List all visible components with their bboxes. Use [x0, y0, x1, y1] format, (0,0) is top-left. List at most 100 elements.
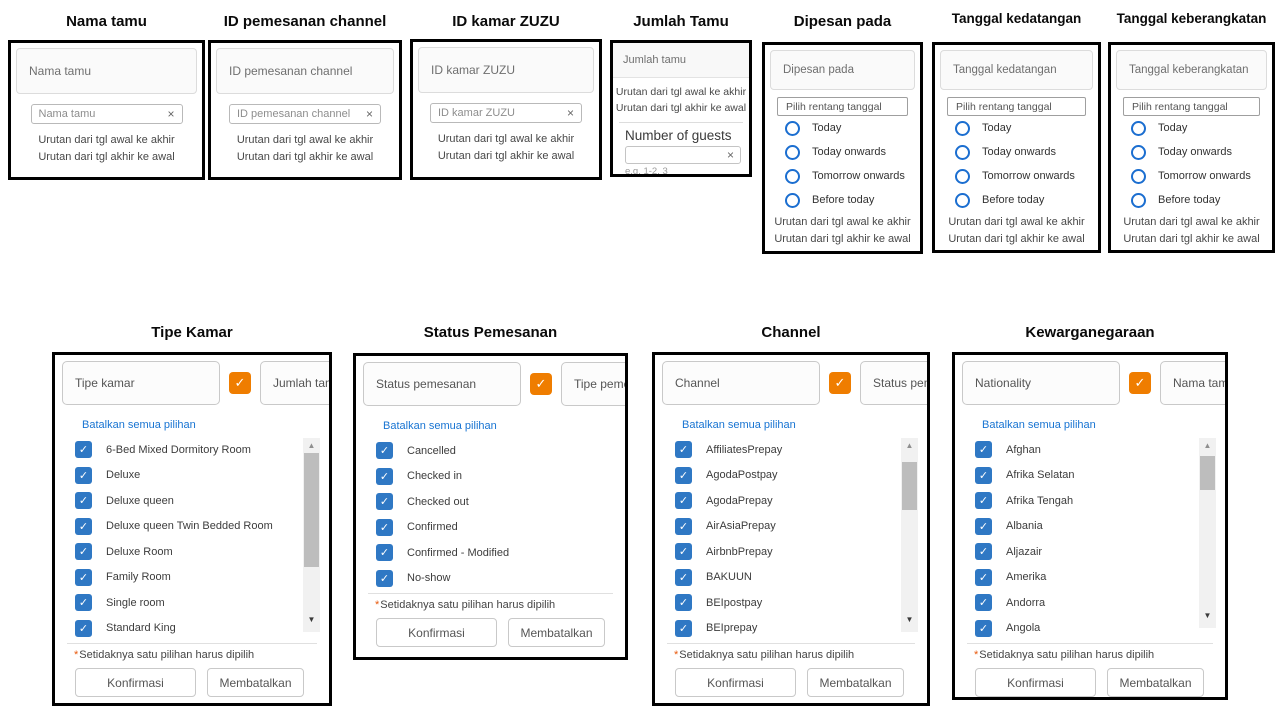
filter-field-header[interactable]: Jumlah tamu [613, 43, 749, 78]
checkbox-checked-icon[interactable]: ✓ [675, 441, 692, 459]
option-beiprepay[interactable]: ✓ BEIprepay [675, 616, 927, 642]
sort-asc-link[interactable]: Urutan dari tgl awal ke akhir [236, 134, 374, 146]
radio-button-icon[interactable] [955, 120, 970, 136]
tab-next-partial[interactable]: Status pem [860, 361, 927, 405]
sort-asc-link[interactable]: Urutan dari tgl awal ke akhir [1123, 216, 1260, 228]
confirm-button[interactable]: Konfirmasi [75, 668, 196, 697]
scroll-down-icon[interactable]: ▼ [905, 615, 914, 624]
option-deluxe-queen[interactable]: ✓ Deluxe queen [75, 488, 329, 514]
checkbox-checked-icon[interactable]: ✓ [75, 594, 92, 612]
option-affiliatesprepay[interactable]: ✓ AffiliatesPrepay [675, 437, 927, 463]
option-amerika[interactable]: ✓ Amerika [975, 565, 1225, 591]
clear-icon[interactable]: × [566, 106, 574, 120]
checkbox-checked-icon[interactable]: ✓ [75, 619, 92, 637]
option-deluxe-room[interactable]: ✓ Deluxe Room [75, 539, 329, 565]
sort-asc-link[interactable]: Urutan dari tgl awal ke akhir [38, 134, 175, 146]
checkbox-checked-icon[interactable]: ✓ [975, 441, 992, 459]
radio-button-icon[interactable] [1131, 120, 1146, 136]
checkbox-checked-icon[interactable]: ✓ [975, 543, 992, 561]
sort-desc-link[interactable]: Urutan dari tgl akhir ke awal [774, 233, 911, 245]
date-option-tomorrow-onwards[interactable]: Tomorrow onwards [785, 164, 920, 188]
date-option-today-onwards[interactable]: Today onwards [785, 140, 920, 164]
checkbox-checked-icon[interactable]: ✓ [675, 543, 692, 561]
cancel-button[interactable]: Membatalkan [807, 668, 904, 697]
cancel-button[interactable]: Membatalkan [508, 618, 605, 647]
date-option-today[interactable]: Today [785, 116, 920, 140]
guest-count-input[interactable]: × [625, 146, 741, 164]
checkbox-checked-icon[interactable]: ✓ [975, 466, 992, 484]
option-bakuun[interactable]: ✓ BAKUUN [675, 565, 927, 591]
date-option-today[interactable]: Today [955, 116, 1098, 140]
filter-field-header[interactable]: Tanggal keberangkatan [1116, 50, 1267, 90]
option-aljazair[interactable]: ✓ Aljazair [975, 539, 1225, 565]
radio-button-icon[interactable] [1131, 144, 1146, 160]
select-all-checkbox[interactable]: ✓ [229, 372, 251, 394]
option-cancelled[interactable]: ✓ Cancelled [376, 438, 625, 464]
checkbox-checked-icon[interactable]: ✓ [376, 544, 393, 562]
date-range-input[interactable]: Pilih rentang tanggal [947, 97, 1086, 116]
checkbox-checked-icon[interactable]: ✓ [376, 518, 393, 536]
scrollbar[interactable]: ▲ ▼ [1199, 438, 1216, 628]
option-agodapostpay[interactable]: ✓ AgodaPostpay [675, 463, 927, 489]
radio-button-icon[interactable] [785, 120, 800, 136]
checkbox-checked-icon[interactable]: ✓ [975, 568, 992, 586]
checkbox-checked-icon[interactable]: ✓ [376, 493, 393, 511]
checkbox-checked-icon[interactable]: ✓ [376, 442, 393, 460]
tab-tipe-kamar[interactable]: Tipe kamar [62, 361, 220, 405]
scroll-up-icon[interactable]: ▲ [307, 441, 316, 450]
checkbox-checked-icon[interactable]: ✓ [975, 517, 992, 535]
scrollbar-thumb[interactable] [304, 453, 319, 567]
option-standard-king[interactable]: ✓ Standard King [75, 616, 329, 642]
date-option-today[interactable]: Today [1131, 116, 1272, 140]
filter-field-header[interactable]: Dipesan pada [770, 50, 915, 90]
radio-button-icon[interactable] [785, 144, 800, 160]
sort-asc-link[interactable]: Urutan dari tgl awal ke akhir [774, 216, 911, 228]
scroll-up-icon[interactable]: ▲ [1203, 441, 1212, 450]
option-agodaprepay[interactable]: ✓ AgodaPrepay [675, 488, 927, 514]
checkbox-checked-icon[interactable]: ✓ [376, 569, 393, 587]
scrollbar[interactable]: ▲ ▼ [303, 438, 320, 632]
radio-button-icon[interactable] [785, 168, 800, 184]
tab-nationality[interactable]: Nationality [962, 361, 1120, 405]
date-option-before-today[interactable]: Before today [955, 188, 1098, 212]
option-confirmed[interactable]: ✓ Confirmed [376, 515, 625, 541]
radio-button-icon[interactable] [1131, 192, 1146, 208]
clear-icon[interactable]: × [726, 148, 734, 162]
scroll-down-icon[interactable]: ▼ [1203, 611, 1212, 620]
option-family-room[interactable]: ✓ Family Room [75, 565, 329, 591]
date-range-input[interactable]: Pilih rentang tanggal [1123, 97, 1260, 116]
date-option-before-today[interactable]: Before today [785, 188, 920, 212]
tab-next-partial[interactable]: Tipe pemes [561, 362, 625, 406]
option-confirmed-modified[interactable]: ✓ Confirmed - Modified [376, 540, 625, 566]
confirm-button[interactable]: Konfirmasi [975, 668, 1096, 697]
option-afrika-selatan[interactable]: ✓ Afrika Selatan [975, 463, 1225, 489]
option-deluxe-queen-twin-bedded-room[interactable]: ✓ Deluxe queen Twin Bedded Room [75, 514, 329, 540]
option-single-room[interactable]: ✓ Single room [75, 590, 329, 616]
confirm-button[interactable]: Konfirmasi [675, 668, 796, 697]
radio-button-icon[interactable] [955, 144, 970, 160]
tab-channel[interactable]: Channel [662, 361, 820, 405]
scrollbar[interactable]: ▲ ▼ [901, 438, 918, 632]
option-6-bed-mixed-dormitory-room[interactable]: ✓ 6-Bed Mixed Dormitory Room [75, 437, 329, 463]
scroll-down-icon[interactable]: ▼ [307, 615, 316, 624]
checkbox-checked-icon[interactable]: ✓ [975, 594, 992, 612]
search-input[interactable]: ID kamar ZUZU × [430, 103, 582, 123]
checkbox-checked-icon[interactable]: ✓ [75, 543, 92, 561]
sort-desc-link[interactable]: Urutan dari tgl akhir ke awal [437, 150, 575, 162]
select-all-checkbox[interactable]: ✓ [1129, 372, 1151, 394]
radio-button-icon[interactable] [955, 192, 970, 208]
checkbox-checked-icon[interactable]: ✓ [975, 492, 992, 510]
select-all-checkbox[interactable]: ✓ [829, 372, 851, 394]
checkbox-checked-icon[interactable]: ✓ [675, 517, 692, 535]
option-deluxe[interactable]: ✓ Deluxe [75, 463, 329, 489]
checkbox-checked-icon[interactable]: ✓ [75, 466, 92, 484]
date-option-tomorrow-onwards[interactable]: Tomorrow onwards [1131, 164, 1272, 188]
sort-desc-link[interactable]: Urutan dari tgl akhir ke awal [236, 151, 374, 163]
option-beipostpay[interactable]: ✓ BEIpostpay [675, 590, 927, 616]
option-checked-out[interactable]: ✓ Checked out [376, 489, 625, 515]
option-airasiaprepay[interactable]: ✓ AirAsiaPrepay [675, 514, 927, 540]
scroll-up-icon[interactable]: ▲ [905, 441, 914, 450]
checkbox-checked-icon[interactable]: ✓ [975, 619, 992, 637]
option-andorra[interactable]: ✓ Andorra [975, 590, 1225, 616]
search-input[interactable]: ID pemesanan channel × [229, 104, 381, 124]
